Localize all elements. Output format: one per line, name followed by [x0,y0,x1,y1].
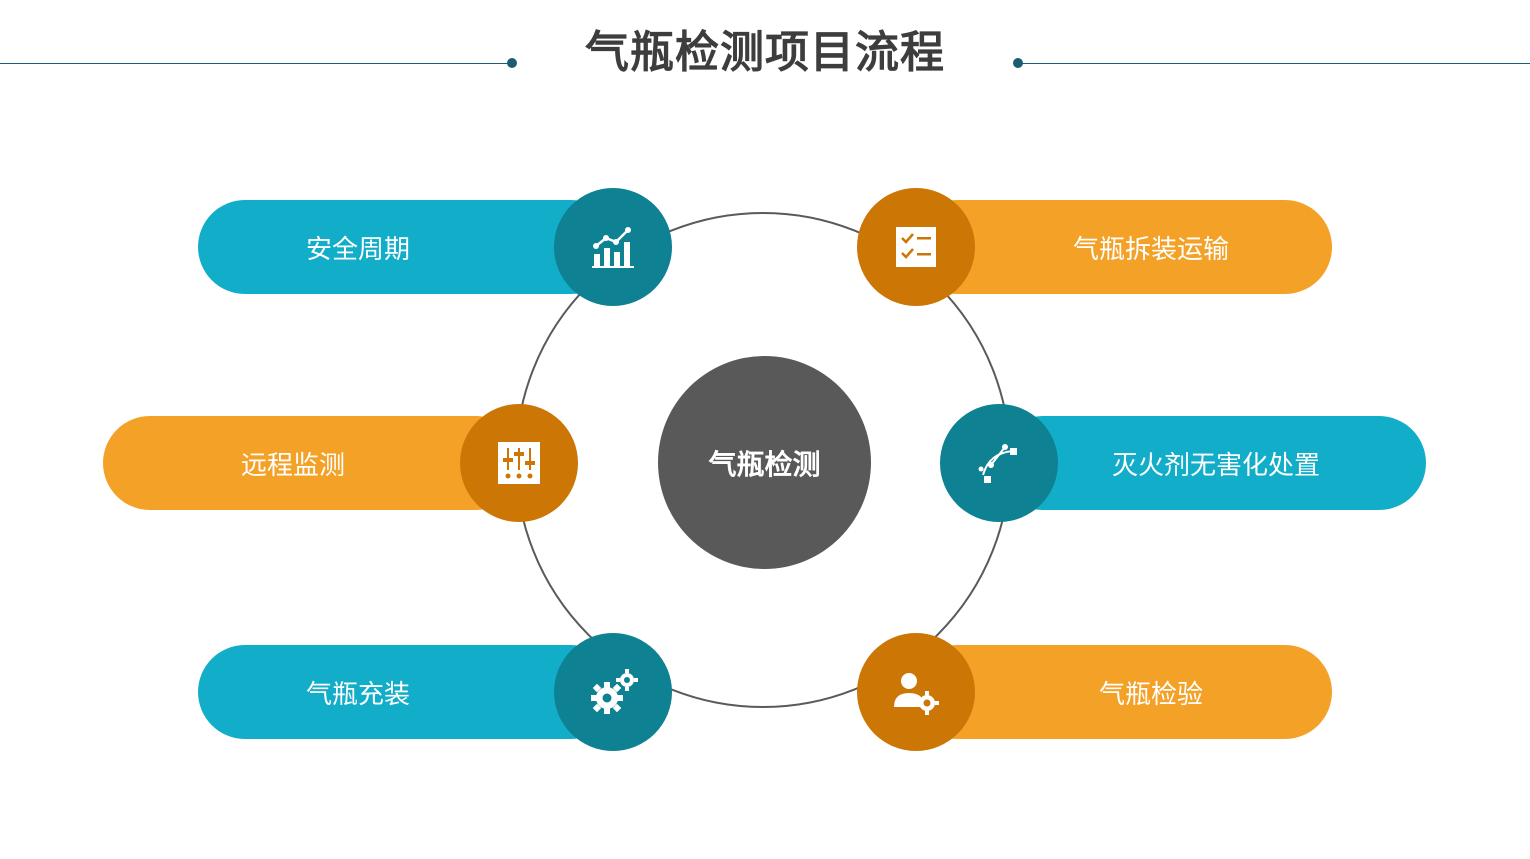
title-line-right [1018,63,1530,64]
sliders-icon [498,442,540,484]
item-node-1 [554,188,672,306]
gears-icon [591,669,638,714]
bar-chart-icon [592,227,634,268]
item-pill-6: 气瓶检验 [910,645,1332,739]
title-dot-left [507,58,517,68]
user-gear-icon [894,673,939,715]
title-dot-right [1013,58,1023,68]
item-node-5 [554,633,672,751]
bezier-curve-icon [978,444,1017,483]
item-pill-1: 安全周期 [198,200,618,294]
item-label-2: 气瓶拆装运输 [1072,234,1229,265]
item-pill-5: 气瓶充装 [198,645,618,739]
item-label-6: 气瓶检验 [1098,679,1203,710]
item-node-3 [460,404,578,522]
item-pill-3: 远程监测 [103,416,523,510]
center-node: 气瓶检测 [658,356,871,569]
item-label-1: 安全周期 [305,234,410,265]
item-label-3: 远程监测 [240,450,345,481]
item-node-2 [857,188,975,306]
item-label-5: 气瓶充装 [305,679,410,710]
center-label: 气瓶检测 [708,447,821,481]
item-label-4: 灭火剂无害化处置 [1111,450,1320,481]
page-title: 气瓶检测项目流程 [585,27,945,78]
item-node-4 [940,404,1058,522]
item-pill-4: 灭火剂无害化处置 [996,416,1426,510]
checklist-icon [896,227,936,267]
title-line-left [0,63,512,64]
item-pill-2: 气瓶拆装运输 [910,200,1332,294]
item-node-6 [857,633,975,751]
